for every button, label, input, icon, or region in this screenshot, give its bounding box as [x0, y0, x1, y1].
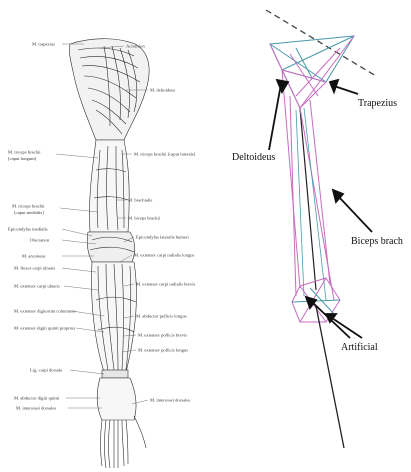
- anatomy-label: Epicondylus lateralis humeri: [136, 235, 190, 240]
- anatomy-label: [caput longum]: [8, 156, 37, 161]
- anatomy-label: M. biceps brachii: [128, 216, 161, 221]
- anatomy-label: Olecranon: [30, 238, 50, 243]
- biceps-cables: [282, 70, 334, 300]
- anatomy-label: M. trapezius: [32, 42, 55, 47]
- trapezius-label: Trapezius: [358, 98, 397, 109]
- anatomy-label: [caput medialis]: [14, 210, 44, 215]
- anatomy-label: M. anconeus: [22, 254, 46, 259]
- anatomy-label: M. interossei dorsales: [16, 406, 56, 411]
- anatomy-label: Lig. carpi dorsale: [30, 368, 62, 373]
- anatomy-label: M. brachialis: [128, 198, 152, 203]
- anatomy-label: M. triceps brachii: [8, 150, 41, 155]
- anatomy-label: Epicondylus medialis: [8, 227, 48, 232]
- anatomy-label: Acromion: [126, 44, 145, 49]
- anatomy-label: M. extensor digitorum communis: [14, 309, 76, 314]
- anatomy-label: M. extensor digiti quinti proprius: [14, 326, 75, 331]
- artificial-label: Artificial: [341, 342, 378, 353]
- anatomy-label: M. triceps brachii: [12, 204, 45, 209]
- anatomy-label: M. interossei dorsales: [150, 398, 190, 403]
- musculoskeletal-model: Trapezius Deltoideus Biceps brach Artifi…: [232, 10, 403, 448]
- anatomy-label: M. deltoideus: [150, 88, 175, 93]
- anatomy-label: M. extensor carpi ulnaris: [14, 284, 60, 289]
- anatomy-label: M. flexor carpi ulnaris: [14, 266, 56, 271]
- biceps-label: Biceps brach: [351, 236, 403, 247]
- anatomy-label: M. extensor carpi radialis longus: [134, 253, 195, 258]
- anatomy-label: M. extensor pollicis longus: [138, 348, 188, 353]
- anatomy-label: M. abductor digiti quinti: [14, 396, 60, 401]
- anatomy-label: M. extensor carpi radialis brevis: [136, 282, 196, 287]
- anatomy-label: M. triceps brachii [caput laterale]: [134, 152, 196, 157]
- anatomy-label: M. extensor pollicis brevis: [138, 333, 187, 338]
- deltoideus-label: Deltoideus: [232, 152, 275, 163]
- anatomy-label: M. abductor pollicis longus: [136, 314, 187, 319]
